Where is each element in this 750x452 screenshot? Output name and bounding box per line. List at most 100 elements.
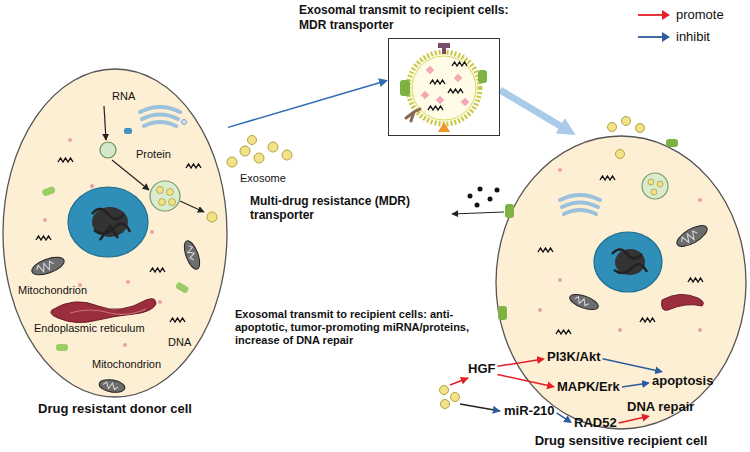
pathway-label: DNA repair xyxy=(627,399,694,415)
drug-efflux-part xyxy=(468,194,473,199)
cell-outline xyxy=(2,68,228,398)
recipient-organelles-part xyxy=(622,117,631,126)
donor-organelles-part xyxy=(150,230,154,234)
exosome-vesicles xyxy=(227,136,292,168)
recipient-organelles-part xyxy=(618,328,622,332)
exosome-vesicles-part xyxy=(254,153,264,163)
pathway-label: apoptosis xyxy=(652,373,713,389)
exosome-illustration-part xyxy=(389,39,499,135)
note-text: Multi-drug resistance (MDR) transporter xyxy=(250,194,445,222)
donor-organelles-part xyxy=(157,187,164,194)
organelle-label: Protein xyxy=(136,148,171,161)
exosome-vesicles-part xyxy=(240,146,250,156)
recipient-organelles-part xyxy=(698,328,702,332)
exosome-illustration-part xyxy=(478,70,487,83)
exosome-vesicles-part xyxy=(282,150,292,160)
pathway-term: miR-210 xyxy=(502,402,557,420)
legend-row: promote xyxy=(636,4,724,26)
donor-organelles-part xyxy=(70,309,146,314)
organelle-label: Mitochondrion xyxy=(18,284,87,297)
exosome-vesicles-part xyxy=(227,157,237,167)
donor-organelles-part xyxy=(68,187,148,257)
donor-organelles-part-part xyxy=(103,381,119,390)
drug-efflux-part xyxy=(452,212,504,214)
donor-organelles-part-part xyxy=(186,245,197,261)
node-heading: Drug resistant donor cell xyxy=(2,401,228,417)
exosome-illustration-part xyxy=(430,80,445,84)
donor-organelles-part xyxy=(158,300,162,304)
exosome-illustration-part xyxy=(428,106,443,110)
legend-swatch xyxy=(636,31,672,43)
exosome-illustration-part xyxy=(421,91,429,99)
recipient-organelles-part xyxy=(594,232,662,292)
drug-efflux-part xyxy=(495,188,500,193)
recipient-organelles-part xyxy=(498,306,507,320)
incoming-exosomes-part xyxy=(451,393,460,402)
recipient-organelles-part xyxy=(651,189,657,195)
connector-arrow xyxy=(500,90,566,130)
recipient-organelles-part xyxy=(636,124,645,133)
cell-membrane xyxy=(3,69,227,397)
recipient-organelles-part xyxy=(558,278,562,282)
connector-arrow xyxy=(228,82,383,128)
recipient-organelles-part xyxy=(538,308,542,312)
pathway-label: RAD52 xyxy=(574,415,617,431)
cell-membrane xyxy=(496,136,746,429)
recipient-organelles-part xyxy=(608,123,617,132)
note-text: Exosomal transmit to recipient cells: an… xyxy=(235,308,485,347)
donor-organelles-part xyxy=(43,218,47,222)
donor-organelles-part xyxy=(92,209,130,240)
pathway-term: PI3K/Akt xyxy=(545,348,602,366)
legend-text: inhibit xyxy=(676,29,710,45)
drug-efflux-part xyxy=(488,197,493,202)
donor-organelles-part xyxy=(182,120,187,125)
donor-organelles-part xyxy=(167,189,174,196)
pathway-label: PI3K/Akt xyxy=(547,349,600,365)
pathway-term: DNA repair xyxy=(625,398,696,416)
cell-ellipse: Drug resistant donor cell xyxy=(2,68,228,398)
recipient-organelles-part xyxy=(642,173,668,199)
recipient-organelles-part xyxy=(657,181,663,187)
donor-organelles-part xyxy=(207,212,217,222)
recipient-organelles-part xyxy=(698,198,702,202)
exosome-illustration-part xyxy=(438,122,450,132)
exosome-illustration-part xyxy=(448,89,463,93)
exosome-vesicles-part xyxy=(268,142,278,152)
pathway-term: HGF xyxy=(466,360,497,378)
organelle-label: RNA xyxy=(112,90,135,103)
node-heading: Drug sensitive recipient cell xyxy=(495,433,747,449)
drug-efflux-part xyxy=(478,187,483,192)
recipient-organelles-part-part xyxy=(574,296,590,307)
organelle-label: Mitochondrion xyxy=(92,358,161,371)
legend-arrow xyxy=(638,14,663,16)
organelle-label: DNA xyxy=(168,336,191,349)
drug-efflux-part xyxy=(475,203,480,208)
exosome-illustration-part xyxy=(438,43,450,54)
exosome-vesicles-part xyxy=(248,136,257,145)
exosome-illustration-part xyxy=(461,98,469,106)
incoming-exosomes-part xyxy=(441,400,450,409)
recipient-organelles-part xyxy=(558,168,562,172)
pathway-term: RAD52 xyxy=(572,414,619,432)
recipient-organelles-part xyxy=(505,204,514,218)
incoming-exosomes-part xyxy=(460,404,500,411)
legend-arrowhead xyxy=(662,10,670,20)
recipient-organelles-part xyxy=(616,150,625,159)
legend-swatch xyxy=(636,9,672,21)
legend: promote inhibit xyxy=(636,4,724,48)
exosome-box: Exosomal transmit to recipient cells: MD… xyxy=(388,38,500,136)
donor-organelles-part xyxy=(124,128,132,134)
drug-efflux xyxy=(452,187,504,215)
pathway-label: HGF xyxy=(468,361,495,377)
exosome-illustration-part xyxy=(400,80,410,96)
donor-organelles-part xyxy=(68,138,72,142)
incoming-exosomes-part xyxy=(450,378,468,385)
legend-row: inhibit xyxy=(636,26,724,48)
recipient-organelles-part xyxy=(648,179,654,185)
donor-organelles-part xyxy=(169,199,176,206)
donor-organelles-part xyxy=(150,181,180,211)
pathway-term: MAPK/Erk xyxy=(555,378,622,396)
exosome-illustration-part xyxy=(454,74,462,82)
